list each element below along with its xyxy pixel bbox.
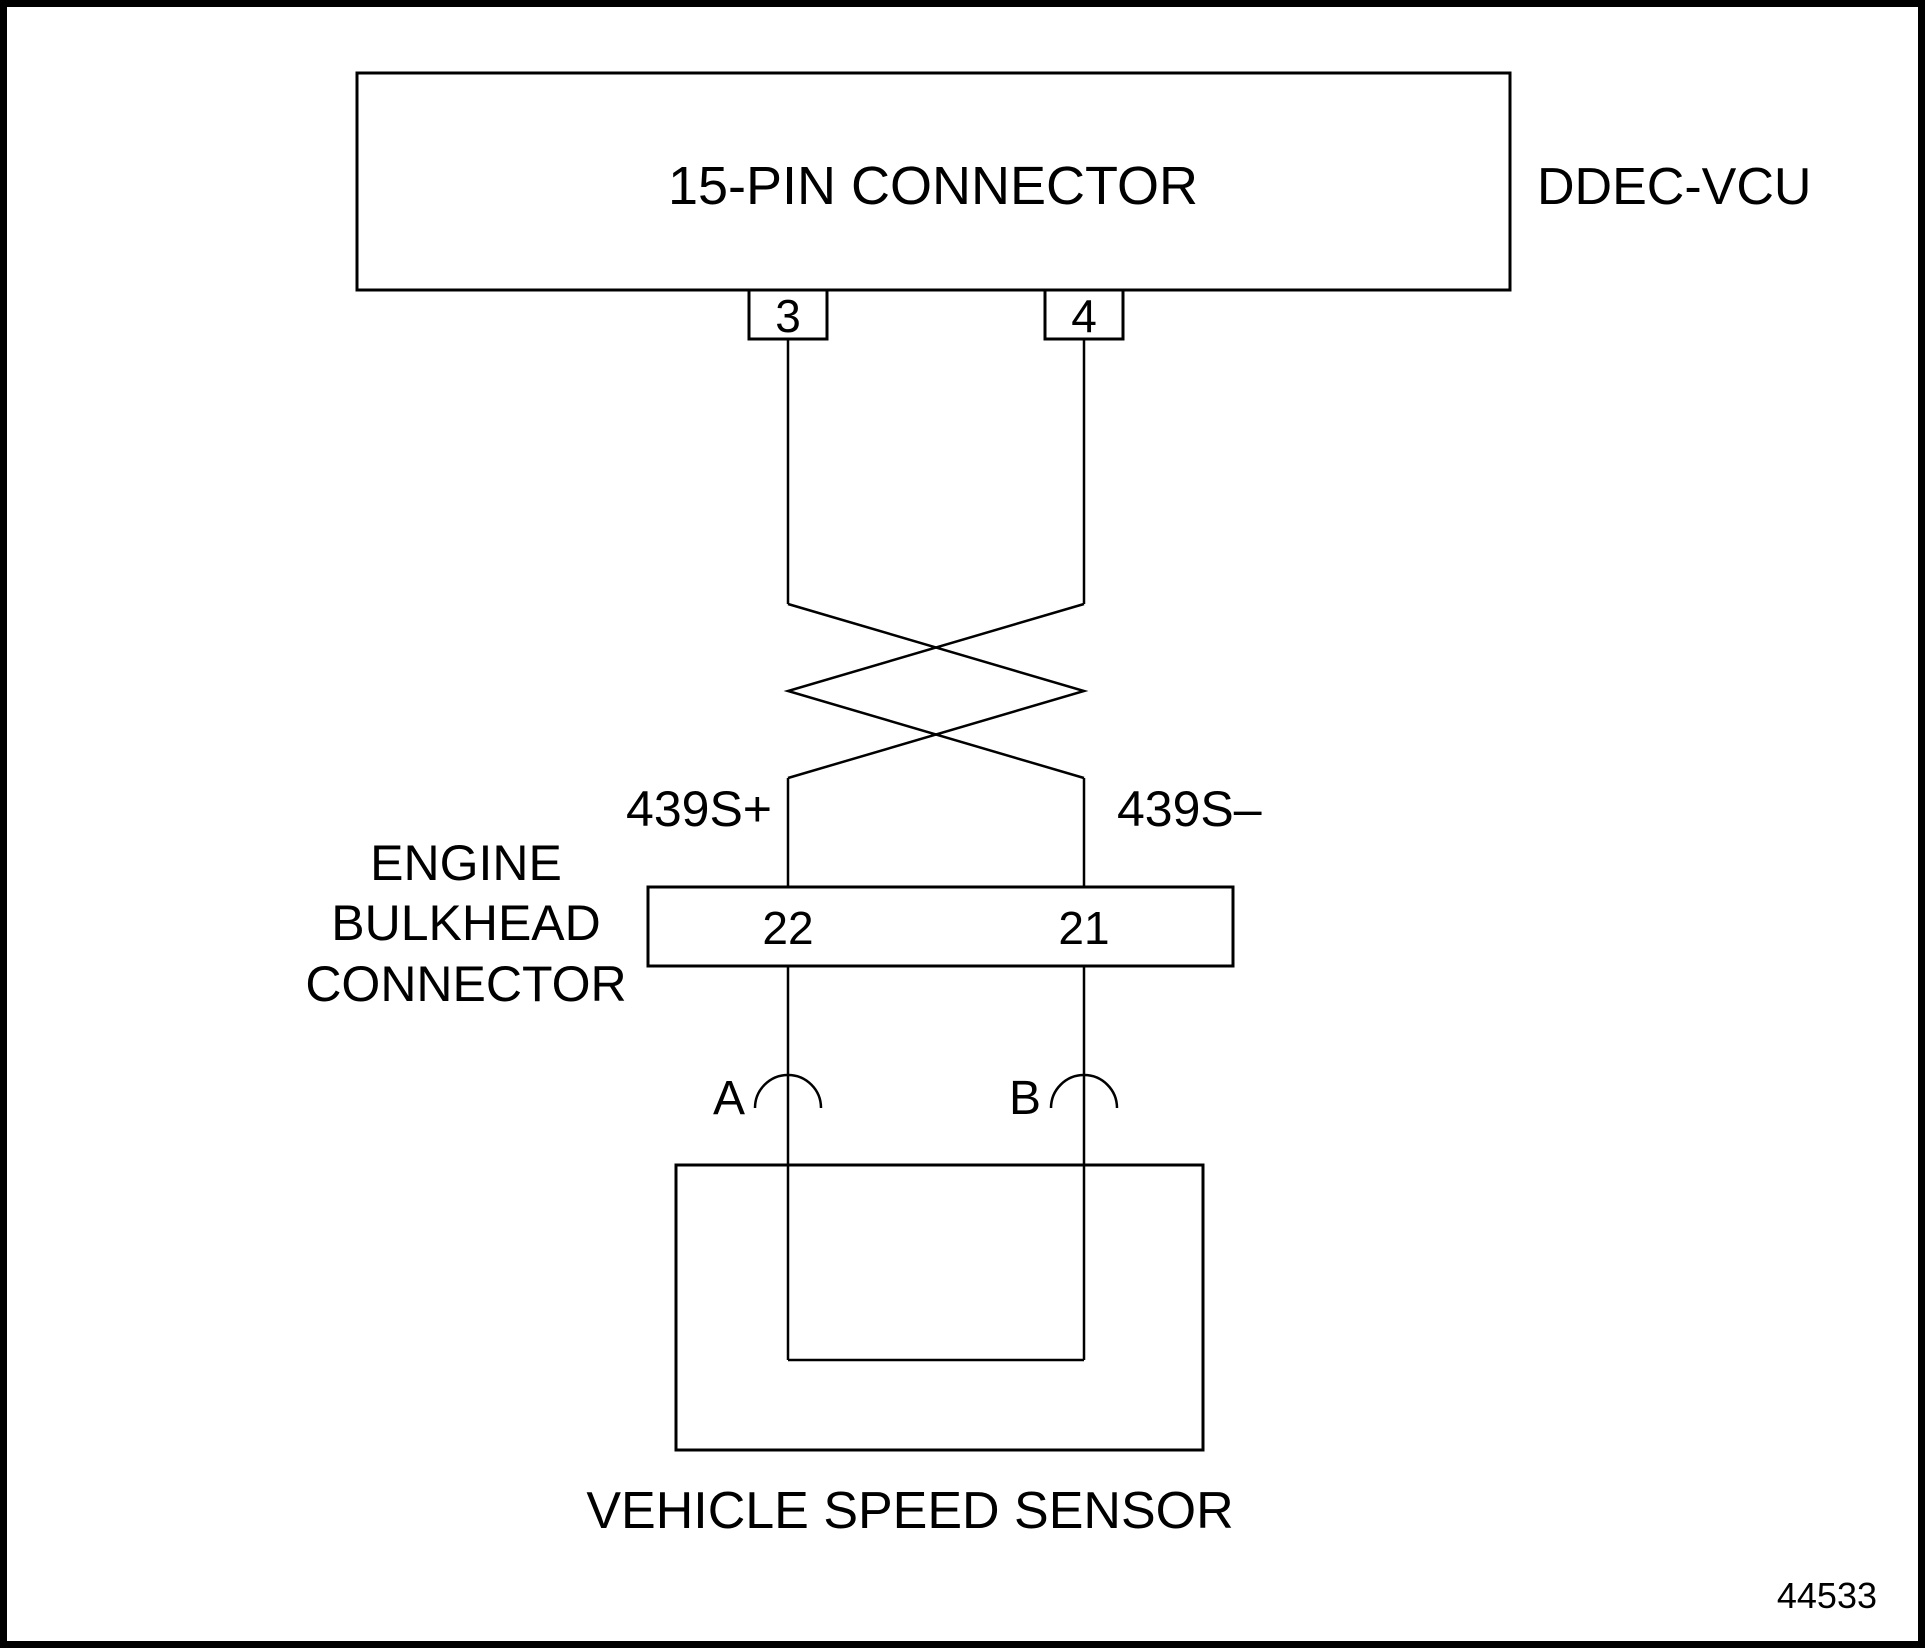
engine-bulkhead-connector-label-line3: CONNECTOR (305, 956, 626, 1012)
fifteen-pin-connector-box (355, 71, 1512, 292)
sensor-pin-a-label: A (713, 1072, 745, 1125)
vehicle-speed-sensor-label: VEHICLE SPEED SENSOR (586, 1482, 1233, 1540)
engine-bulkhead-connector-box (646, 885, 1235, 968)
signal-439s-plus-label: 439S+ (626, 781, 772, 837)
twisted-pair-wire-right-to-left (783, 602, 1085, 780)
sensor-pin-a-arc (753, 1073, 823, 1109)
sensor-pin-b-label: B (1009, 1072, 1041, 1125)
bulkhead-pin-22-label: 22 (762, 902, 813, 954)
figure-number: 44533 (1777, 1575, 1877, 1616)
sensor-pin-b-arc (1049, 1073, 1119, 1109)
engine-bulkhead-connector-label-line2: BULKHEAD (331, 895, 601, 951)
pin-4-label: 4 (1071, 290, 1097, 342)
engine-bulkhead-connector-label-line1: ENGINE (370, 835, 562, 891)
pin-3-label: 3 (775, 290, 801, 342)
ddec-vcu-label: DDEC-VCU (1537, 158, 1811, 216)
signal-439s-minus-label: 439S– (1117, 781, 1262, 837)
twisted-pair-wire-left-to-right (787, 602, 1089, 780)
bulkhead-pin-21-label: 21 (1058, 902, 1109, 954)
vehicle-speed-sensor-box (674, 1163, 1205, 1452)
fifteen-pin-connector-label: 15-PIN CONNECTOR (668, 156, 1198, 216)
